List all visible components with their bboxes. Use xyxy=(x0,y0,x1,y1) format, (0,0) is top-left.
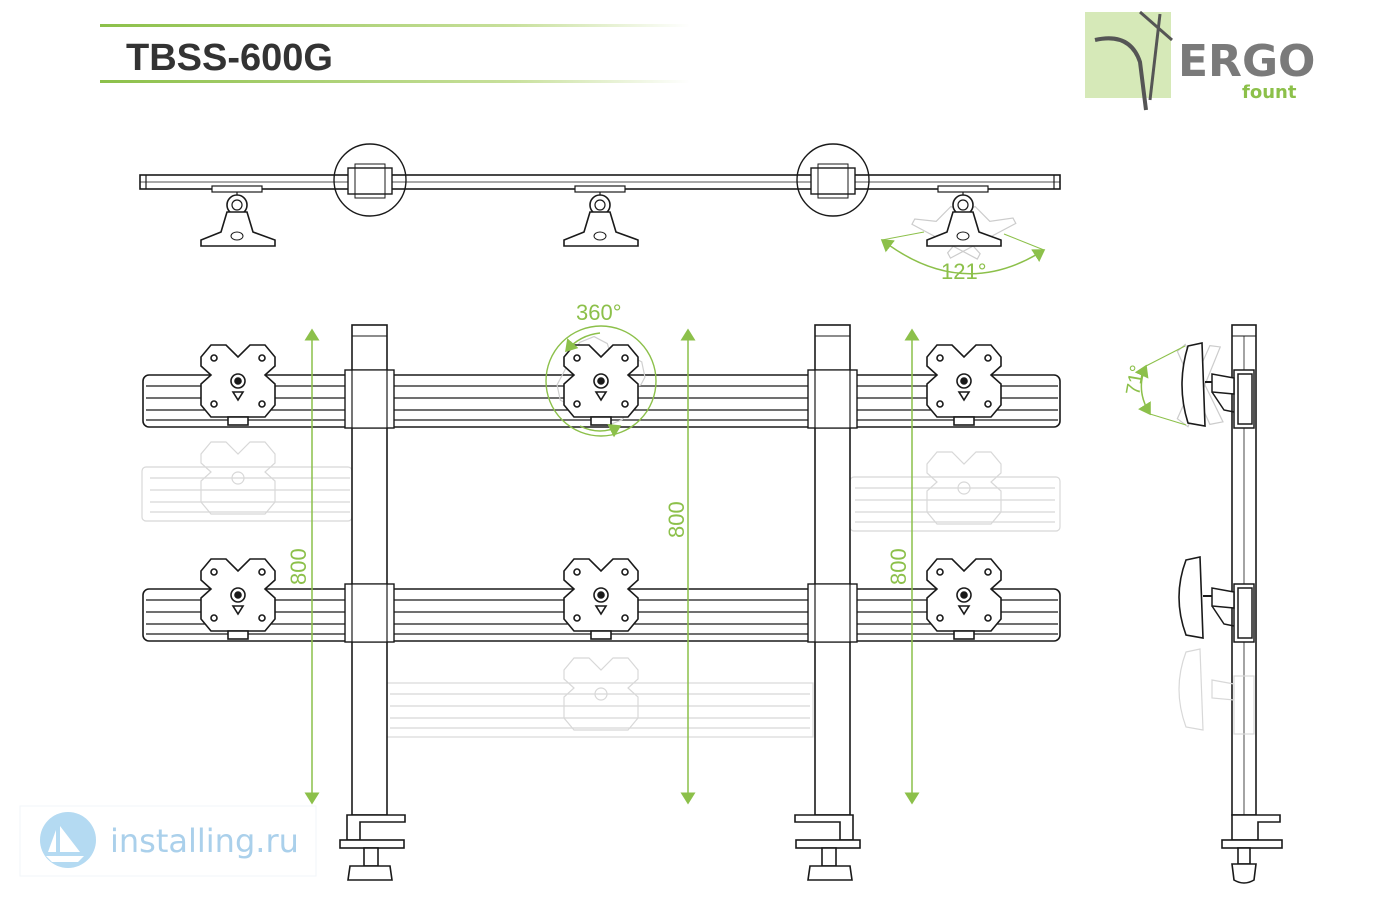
header: TBSS-600G xyxy=(100,24,690,83)
pole-clamp-top-right xyxy=(796,143,870,217)
top-mount-left xyxy=(200,185,276,247)
rotation-label: 360° xyxy=(576,300,622,325)
vesa-plate-upper-center xyxy=(545,325,657,438)
side-ghost-position xyxy=(1178,648,1255,735)
side-monitor-lower xyxy=(1178,556,1204,639)
tilt-arc xyxy=(1134,364,1151,416)
header-top-rule xyxy=(100,24,690,27)
dimension-label-center: 800 xyxy=(664,501,689,538)
watermark-text: installing.ru xyxy=(110,822,299,860)
top-mount-right xyxy=(880,185,1046,275)
pole-clamp-top-left xyxy=(333,143,407,217)
left-desk-clamp xyxy=(339,814,406,881)
model-title: TBSS-600G xyxy=(126,37,333,79)
logo-brand: ERGO xyxy=(1178,36,1315,87)
side-monitor-upper xyxy=(1181,342,1206,427)
side-clamp-lower xyxy=(1211,583,1255,643)
header-bottom-rule xyxy=(100,80,690,83)
watermark: installing.ru xyxy=(19,805,317,877)
right-pole xyxy=(807,324,858,816)
top-mount-center xyxy=(563,185,639,247)
left-pole xyxy=(344,324,395,816)
ergofount-logo: ERGO fount xyxy=(1085,10,1315,111)
vesa-plate-upper-left xyxy=(200,344,276,426)
side-desk-clamp xyxy=(1221,814,1283,884)
vesa-plate-upper-right xyxy=(926,344,1002,426)
sailboat-icon xyxy=(40,812,96,868)
vesa-plate-lower-left xyxy=(200,558,276,640)
ergo-swoosh-icon xyxy=(1094,10,1173,111)
vesa-plate-lower-right xyxy=(926,558,1002,640)
side-view: 71° xyxy=(1122,324,1283,884)
front-view: 800 800 800 360° xyxy=(141,300,1061,881)
dimension-label-right: 800 xyxy=(886,548,911,585)
right-desk-clamp xyxy=(794,814,861,881)
vesa-plate-lower-center xyxy=(563,558,639,640)
top-view: 121° xyxy=(139,143,1061,284)
side-clamp-upper xyxy=(1211,369,1255,429)
swivel-arc xyxy=(880,239,1046,275)
logo-sub: fount xyxy=(1242,82,1297,103)
swivel-angle-label: 121° xyxy=(941,259,987,284)
dimension-label-left: 800 xyxy=(286,548,311,585)
tilt-angle-label: 71° xyxy=(1122,363,1149,397)
